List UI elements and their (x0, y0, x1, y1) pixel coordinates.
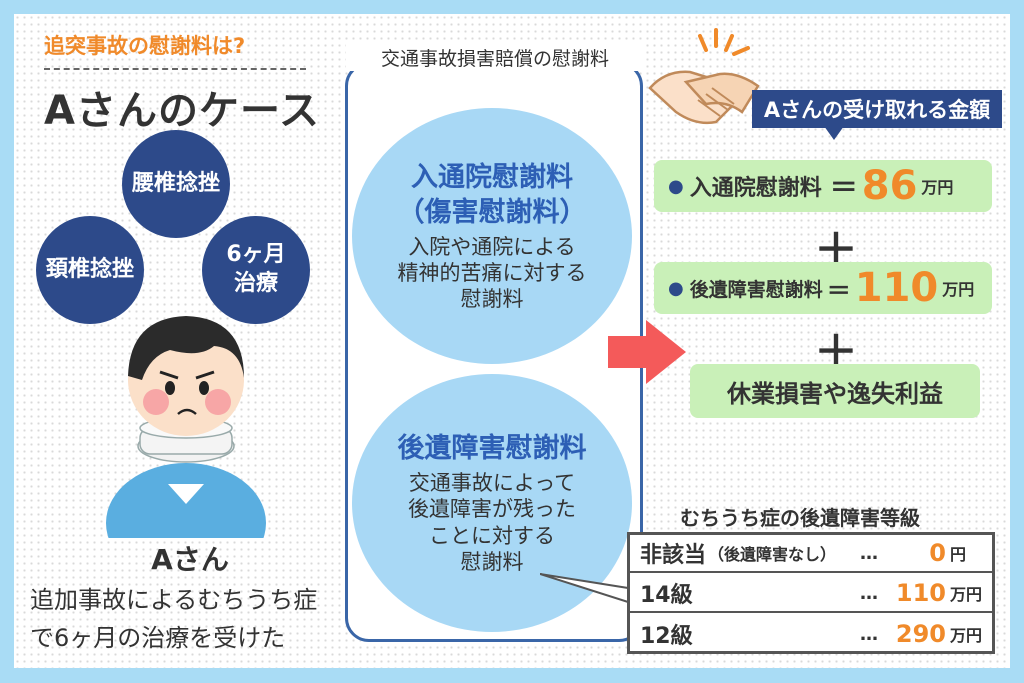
result-tag: Aさんの受け取れる金額 (752, 90, 1002, 128)
hospitalization-subtitle: （傷害慰謝料） (397, 196, 587, 228)
grade-value: 0 (929, 539, 946, 567)
grade-value: 110 (895, 579, 946, 607)
grade-row: 14級 … 110 万円 (630, 575, 992, 613)
after-effect-desc-1: 交通事故によって (408, 471, 576, 496)
grade-label: 14級 (640, 583, 693, 608)
hospitalization-title: 入通院慰謝料 (411, 161, 573, 193)
compensation-types-title: 交通事故損害賠償の慰謝料 (346, 44, 644, 71)
lost-income-row: 休業損害や逸失利益 (690, 364, 980, 418)
grade-dots: … (860, 542, 878, 564)
grade-dots: … (860, 623, 878, 645)
hospitalization-amount-row: ● 入通院慰謝料 ＝ 86 万円 (654, 160, 992, 212)
grade-label: 12級 (640, 624, 693, 649)
grade-dots: … (860, 582, 878, 604)
description-line-2: で6ヶ月の治療を受けた (30, 624, 286, 652)
person-name: Aさん (151, 543, 229, 576)
after-effect-desc-2: 後遺障害が残った (408, 497, 576, 522)
sparkle-icon (698, 28, 750, 56)
grade-unit: 万円 (950, 585, 983, 604)
after-effect-desc-3: ことに対する (429, 523, 555, 548)
injury-circle-cervical: 頚椎捻挫 (36, 216, 144, 324)
heading-divider (44, 68, 306, 70)
right-arrow-icon (608, 320, 686, 384)
grade-sub-label: （後遺障害なし） (708, 545, 837, 564)
grade-value: 290 (895, 620, 946, 648)
heading-case: Aさんのケース (44, 88, 320, 134)
hospitalization-amount-label: 入通院慰謝料 (689, 176, 822, 201)
callout-pointer (540, 573, 629, 604)
hospitalization-circle: 入通院慰謝料 （傷害慰謝料） 入院や通院による 精神的苦痛に対する 慰謝料 (352, 108, 632, 364)
description-line-1: 追加事故によるむちうち症 (30, 586, 318, 614)
after-effect-amount-unit: 万円 (942, 280, 975, 299)
boy-neck-brace-illustration (106, 316, 266, 538)
hospitalization-desc-3: 慰謝料 (460, 287, 524, 312)
injury-circle-treatment: 6ヶ月 治療 (202, 216, 310, 324)
hospitalization-amount-value: 86 (861, 163, 918, 209)
bullet-icon: ● (668, 175, 684, 197)
injury-circle-lumbar: 腰椎捻挫 (122, 130, 230, 238)
hospitalization-amount-unit: 万円 (921, 178, 954, 197)
grade-table: 非該当 （後遺障害なし） … 0 円 14級 … 110 万円 12級 … 29… (627, 532, 995, 654)
after-effect-amount-label: 後遺障害慰謝料 (689, 278, 823, 301)
equals-sign: ＝ (829, 171, 858, 204)
heading-question: 追突事故の慰謝料は? (44, 34, 246, 58)
hospitalization-desc-1: 入院や通院による (408, 234, 576, 259)
grade-unit: 万円 (950, 626, 983, 645)
result-tag-pointer (824, 126, 844, 140)
grade-row: 12級 … 290 万円 (630, 615, 992, 653)
grade-label: 非該当 (640, 543, 707, 568)
grade-unit: 円 (950, 545, 967, 564)
after-effect-title: 後遺障害慰謝料 (397, 432, 587, 464)
after-effect-desc-4: 慰謝料 (460, 549, 524, 574)
equals-sign: ＝ (826, 276, 851, 305)
after-effect-amount-value: 110 (854, 265, 939, 311)
handshake-icon (648, 70, 760, 125)
after-effect-amount-row: ● 後遺障害慰謝料 ＝ 110 万円 (654, 262, 992, 314)
grade-row: 非該当 （後遺障害なし） … 0 円 (630, 535, 992, 573)
grade-table-title: むちうち症の後遺障害等級 (680, 506, 920, 530)
hospitalization-desc-2: 精神的苦痛に対する (397, 260, 587, 285)
bullet-icon: ● (668, 277, 684, 299)
